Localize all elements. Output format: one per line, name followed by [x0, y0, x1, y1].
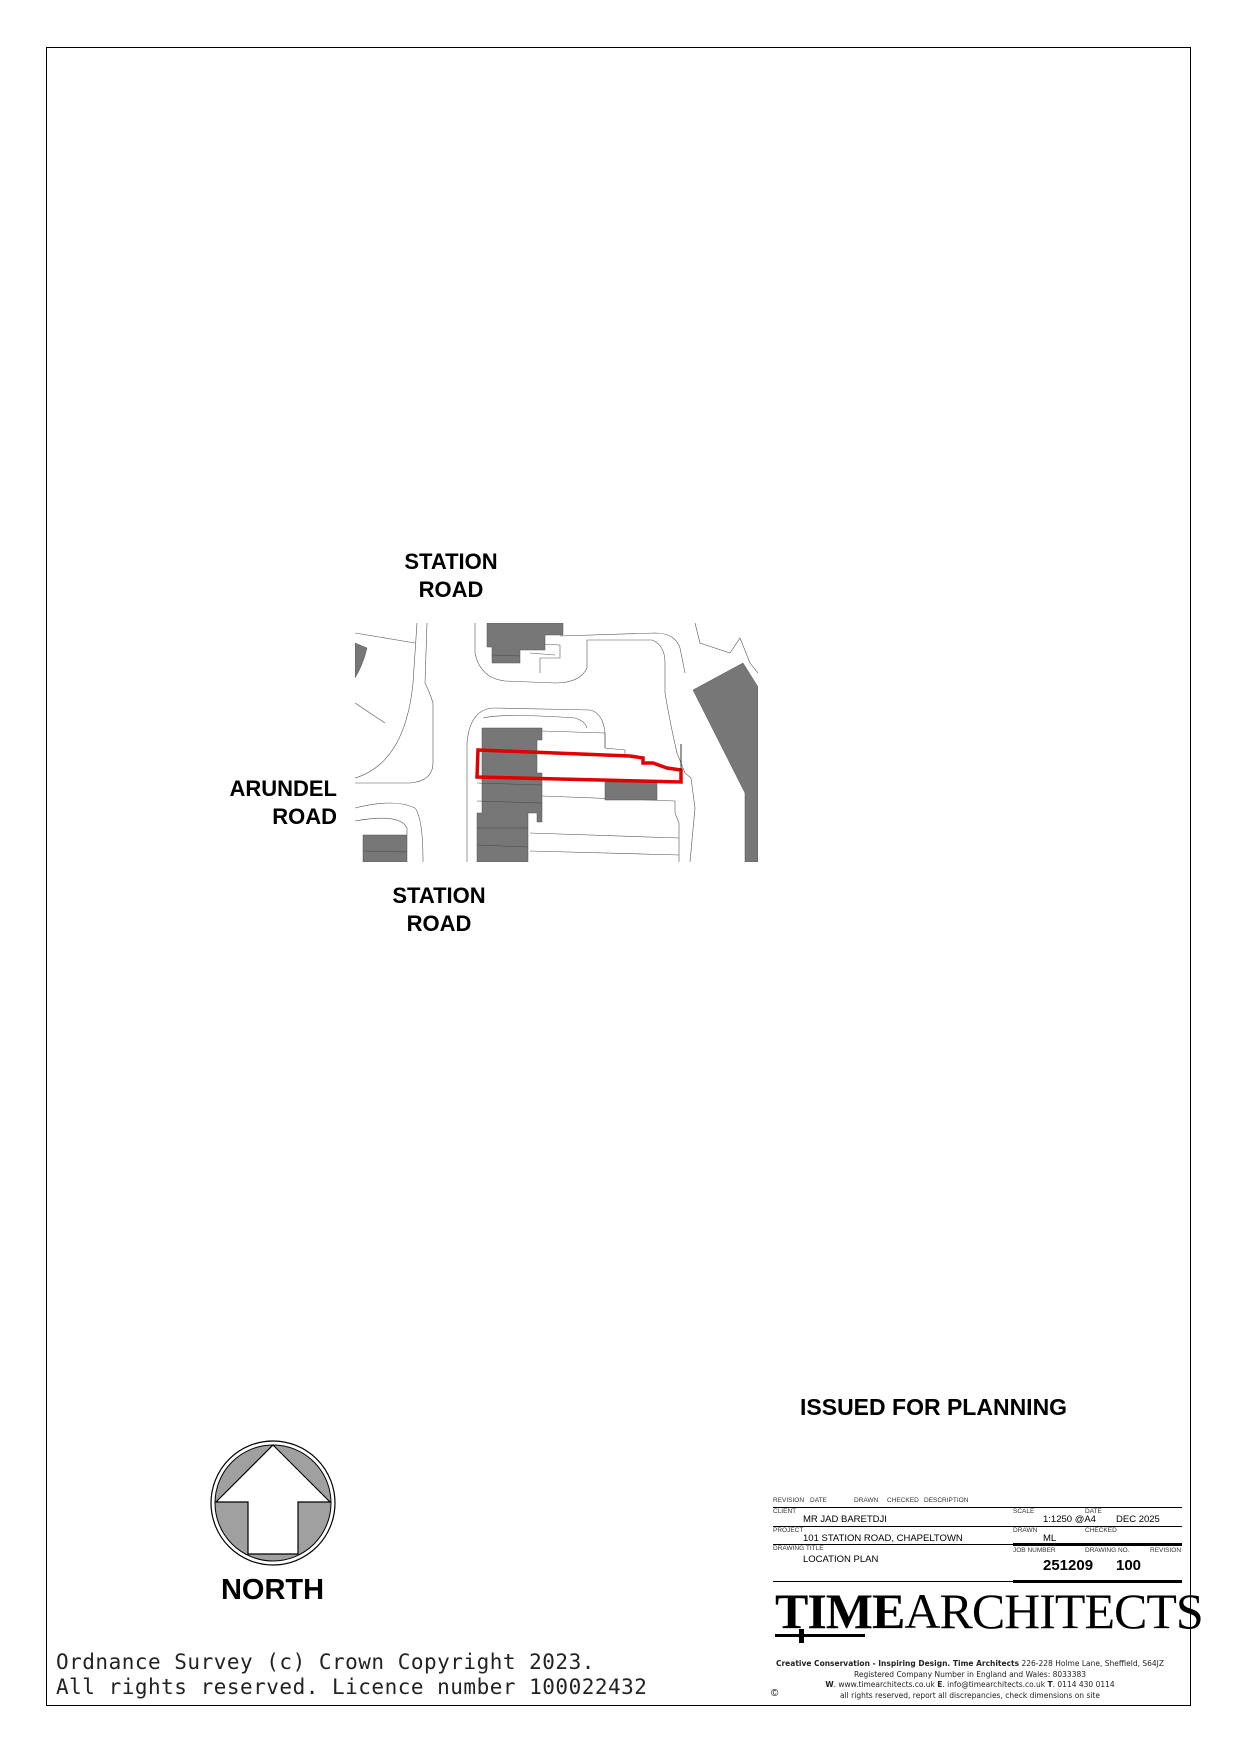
drawing-no-label: DRAWING NO. [1085, 1547, 1130, 1554]
road-label-line: STATION [404, 549, 498, 574]
drawing-title-label: DRAWING TITLE [773, 1545, 824, 1552]
building [486, 623, 564, 664]
job-number-label: JOB NUMBER [1013, 1547, 1056, 1554]
road-label-line: ARUNDEL [229, 776, 337, 801]
logo-regular: ARCHITECTS [904, 1583, 1203, 1639]
drawing-no-value: 100 [1116, 1557, 1142, 1574]
location-map [355, 623, 758, 862]
building [604, 781, 658, 801]
building-divisions [362, 654, 543, 853]
revision-label: REVISION [1150, 1547, 1182, 1554]
scale-label: SCALE [1013, 1508, 1035, 1515]
checked-header: CHECKED [887, 1497, 919, 1504]
north-arrow-icon [210, 1440, 336, 1566]
footer-line: Creative Conservation - Inspiring Design… [775, 1659, 1165, 1668]
date-header: DATE [810, 1497, 827, 1504]
road-label-line: ROAD [418, 577, 484, 602]
scale-value: 1:1250 @A4 [1043, 1514, 1096, 1525]
client-label: CLIENT [773, 1508, 797, 1515]
footer-contacts: W. www.timearchitects.co.uk E. info@time… [825, 1680, 1115, 1689]
footer: Creative Conservation - Inspiring Design… [760, 1659, 1180, 1701]
checked-label: CHECKED [1085, 1527, 1117, 1534]
drawn-value: ML [1043, 1533, 1057, 1544]
time-architects-logo: TIMEARCHITECTS [775, 1583, 1204, 1643]
road-label-line: ROAD [272, 804, 337, 829]
copyright-icon: © [771, 1688, 779, 1699]
road-label-line: ROAD [406, 911, 472, 936]
job-number-value: 251209 [1043, 1557, 1094, 1574]
footer-line: Registered Company Number in England and… [853, 1669, 1087, 1679]
building [476, 727, 543, 862]
map-linework [355, 623, 758, 862]
project-label: PROJECT [773, 1527, 804, 1534]
date-label: DATE [1085, 1508, 1102, 1515]
north-label: NORTH [220, 1574, 325, 1606]
road-label-station-road-bottom: STATION ROAD [339, 882, 539, 938]
os-copyright: Ordnance Survey (c) Crown Copyright 2023… [56, 1650, 647, 1700]
drawing-border [46, 47, 1191, 1706]
road-label-station-road-top: STATION ROAD [351, 548, 551, 604]
logo-bold: TIME [775, 1583, 905, 1639]
status-label: ISSUED FOR PLANNING [800, 1394, 1068, 1420]
drawn-label: DRAWN [1013, 1527, 1038, 1534]
building [355, 642, 368, 679]
description-header: DESCRIPTION [924, 1497, 969, 1504]
copyright-line: All rights reserved. Licence number 1000… [56, 1675, 648, 1699]
buildings [355, 623, 758, 862]
site-boundary [475, 748, 683, 784]
road-label-arundel-road: ARUNDEL ROAD [180, 775, 337, 831]
drawing-title-value: LOCATION PLAN [803, 1554, 879, 1565]
footer-line: all rights reserved, report all discrepa… [840, 1690, 1100, 1700]
building [362, 834, 408, 862]
client-value: MR JAD BARETDJI [803, 1514, 887, 1525]
road-label-line: STATION [392, 883, 486, 908]
project-value: 101 STATION ROAD, CHAPELTOWN [803, 1533, 963, 1544]
building [692, 662, 758, 862]
drawn-header: DRAWN [854, 1497, 879, 1504]
date-value: DEC 2025 [1116, 1514, 1160, 1525]
copyright-line: Ordnance Survey (c) Crown Copyright 2023… [56, 1650, 595, 1674]
revision-header: REVISION [773, 1497, 805, 1504]
